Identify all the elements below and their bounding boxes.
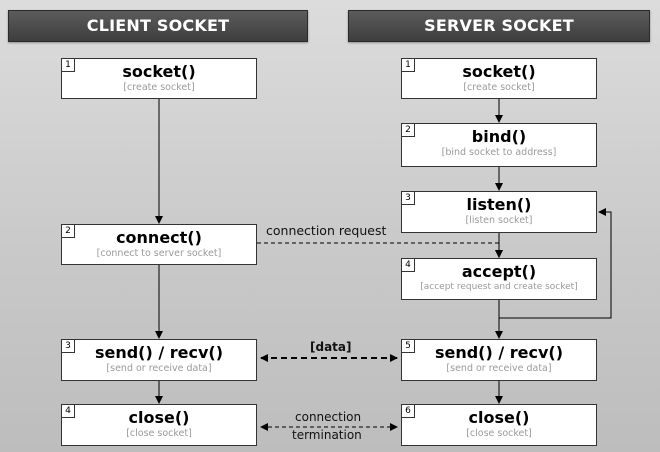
client-step-send-recv: 3 send() / recv() [send or receive data] bbox=[61, 339, 257, 381]
step-number: 3 bbox=[401, 191, 415, 205]
function-name: close() bbox=[128, 408, 190, 427]
step-number: 4 bbox=[401, 258, 415, 272]
function-name: listen() bbox=[466, 195, 532, 214]
step-number: 3 bbox=[61, 339, 75, 353]
step-number: 1 bbox=[61, 58, 75, 72]
function-description: [send or receive data] bbox=[106, 363, 212, 374]
function-name: connect() bbox=[116, 228, 202, 247]
function-description: [listen socket] bbox=[465, 215, 533, 226]
function-description: [connect to server socket] bbox=[96, 248, 222, 259]
function-name: close() bbox=[468, 408, 530, 427]
function-description: [close socket] bbox=[466, 428, 532, 439]
client-step-socket: 1 socket() [create socket] bbox=[61, 58, 257, 99]
termination-label-line2: termination bbox=[292, 428, 362, 442]
step-number: 6 bbox=[401, 404, 415, 418]
server-step-close: 6 close() [close socket] bbox=[401, 404, 597, 446]
data-label: [data] bbox=[310, 340, 352, 354]
step-number: 2 bbox=[401, 123, 415, 137]
connection-request-label: connection request bbox=[266, 223, 387, 238]
connection-request-arrow bbox=[257, 242, 503, 258]
step-number: 1 bbox=[401, 58, 415, 72]
function-name: socket() bbox=[122, 62, 196, 81]
function-description: [bind socket to address] bbox=[441, 147, 557, 158]
server-step-bind: 2 bind() [bind socket to address] bbox=[401, 123, 597, 167]
server-loop-arrow bbox=[499, 208, 612, 319]
server-step-send-recv: 5 send() / recv() [send or receive data] bbox=[401, 339, 597, 381]
termination-label-line1: connection bbox=[295, 410, 362, 424]
function-description: [accept request and create socket] bbox=[420, 282, 578, 292]
client-step-close: 4 close() [close socket] bbox=[61, 404, 257, 446]
server-step-listen: 3 listen() [listen socket] bbox=[401, 191, 597, 233]
step-number: 2 bbox=[61, 224, 75, 238]
function-name: socket() bbox=[462, 62, 536, 81]
function-description: [send or receive data] bbox=[446, 363, 552, 374]
function-name: send() / recv() bbox=[94, 343, 224, 362]
function-description: [close socket] bbox=[126, 428, 192, 439]
server-step-socket: 1 socket() [create socket] bbox=[401, 58, 597, 99]
step-number: 5 bbox=[401, 339, 415, 353]
step-number: 4 bbox=[61, 404, 75, 418]
function-name: accept() bbox=[461, 262, 537, 281]
function-description: [create socket] bbox=[463, 82, 535, 93]
client-socket-header: CLIENT SOCKET bbox=[8, 10, 308, 42]
function-name: bind() bbox=[471, 127, 527, 146]
function-name: send() / recv() bbox=[434, 343, 564, 362]
function-description: [create socket] bbox=[123, 82, 195, 93]
client-step-connect: 2 connect() [connect to server socket] bbox=[61, 224, 257, 265]
server-step-accept: 4 accept() [accept request and create so… bbox=[401, 258, 597, 300]
server-socket-header: SERVER SOCKET bbox=[348, 10, 650, 42]
